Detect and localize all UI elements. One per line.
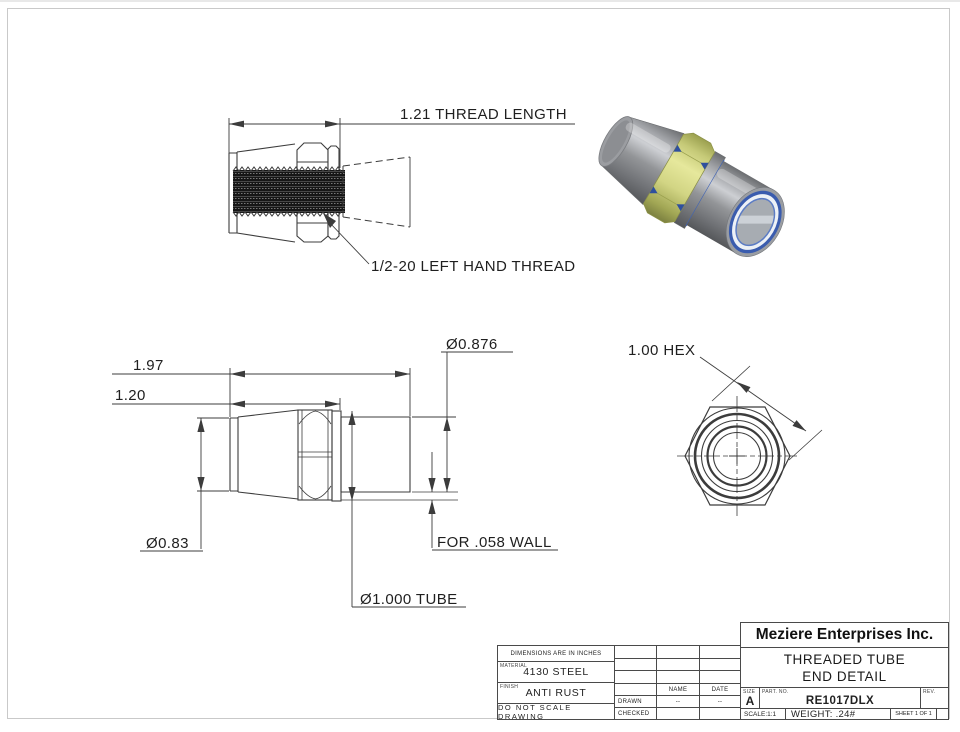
sig-cell (656, 670, 700, 684)
drawing-title-line2: END DETAIL (802, 668, 887, 684)
sig-cell (699, 645, 741, 659)
finish-label: FINISH (500, 684, 519, 690)
material-label: MATERIAL (500, 663, 528, 669)
material-value: 4130 STEEL (523, 666, 589, 678)
material-cell: MATERIAL 4130 STEEL (497, 661, 615, 683)
part-no-cell: PART. NO. RE1017DLX (759, 687, 921, 709)
size-value: A (745, 694, 755, 708)
dim-stub-diameter: Ø0.876 (446, 336, 498, 353)
hex-end-view (677, 356, 823, 516)
drawing-title-line1: THREADED TUBE (783, 651, 906, 667)
dim-small-diameter: Ø0.83 (146, 535, 189, 552)
sheet-cell: SHEET 1 OF 1 (890, 708, 937, 720)
dimensions-note-cell: DIMENSIONS ARE IN INCHES (497, 645, 615, 662)
drawing-sheet (7, 8, 950, 719)
note-thread-spec: 1/2-20 LEFT HAND THREAD (371, 258, 576, 275)
company-name: Meziere Enterprises Inc. (740, 622, 949, 648)
part-3d-render (598, 116, 785, 257)
thread-side-view (228, 118, 575, 265)
rev-label: REV. (923, 689, 936, 695)
checked-label-cell: CHECKED (614, 707, 657, 720)
sig-cell (656, 707, 700, 720)
spare-cell (936, 708, 949, 720)
window-edge (0, 0, 960, 2)
finish-value: ANTI RUST (525, 687, 587, 699)
scale-cell: SCALE:1:1 (740, 708, 786, 720)
dim-thread-length: 1.21 THREAD LENGTH (400, 106, 567, 123)
dim-hex-size: 1.00 HEX (628, 342, 695, 359)
part-no-label: PART. NO. (762, 689, 789, 695)
no-scale-cell: DO NOT SCALE DRAWING (497, 703, 615, 721)
part-no-value: RE1017DLX (805, 694, 875, 707)
rev-cell: REV. (920, 687, 949, 709)
sig-cell (656, 645, 700, 659)
size-cell: SIZE A (740, 687, 760, 709)
dim-to-face-length: 1.20 (115, 387, 146, 404)
dim-wall-note: FOR .058 WALL (437, 534, 552, 551)
dimension-side-view (112, 351, 558, 608)
dim-tube-diameter: Ø1.000 TUBE (360, 591, 458, 608)
weight-cell: WEIGHT: .24# (785, 708, 891, 720)
sig-cell (614, 670, 657, 684)
sig-cell (699, 707, 741, 720)
sig-cell (699, 670, 741, 684)
drawing-title-cell: THREADED TUBE END DETAIL (740, 647, 949, 688)
sig-cell (614, 645, 657, 659)
size-label: SIZE (743, 689, 756, 695)
dim-overall-length: 1.97 (133, 357, 164, 374)
finish-cell: FINISH ANTI RUST (497, 682, 615, 704)
